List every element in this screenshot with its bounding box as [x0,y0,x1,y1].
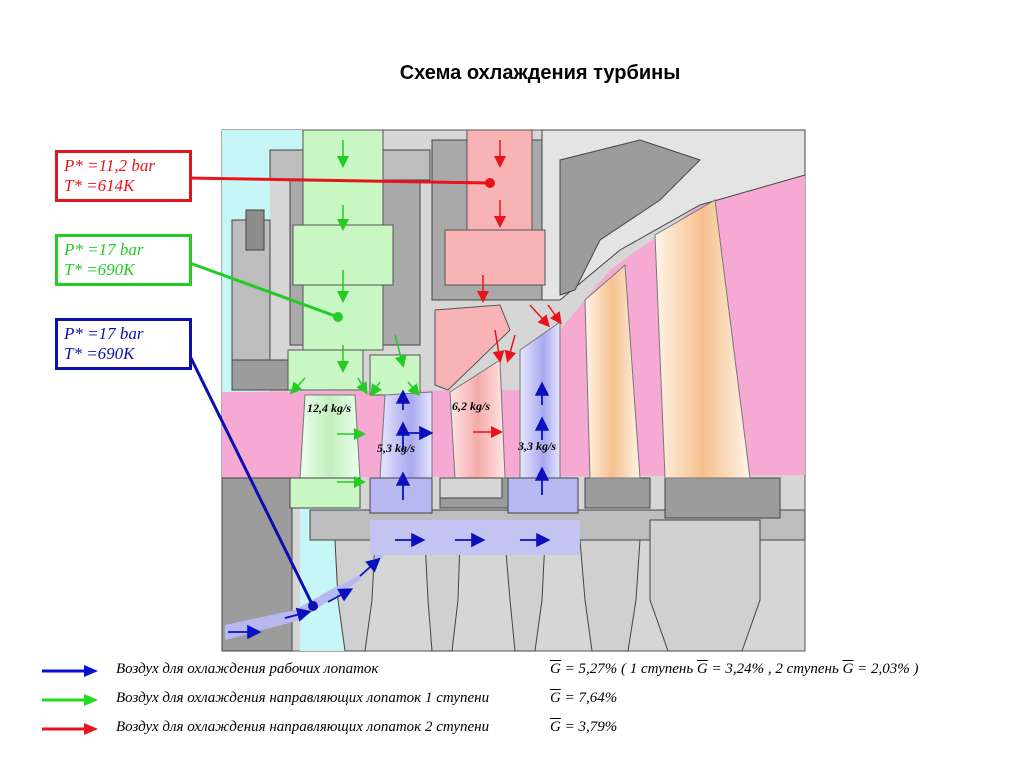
flow-label-stage1-vane: 12,4 kg/s [307,401,351,415]
red-flow-arrows [473,140,562,438]
legend-green-text: Воздух для охлаждения направляющих лопат… [116,690,490,706]
flow-label-stage2-vane: 6,2 kg/s [452,399,490,413]
legend-red-text: Воздух для охлаждения направляющих лопат… [116,719,490,735]
legend-blue-symbol: G [550,661,561,677]
green-leader-dot [333,312,343,322]
param-green-temperature: T* =690K [64,260,135,279]
param-box-green: P* =17 bar T* =690K [55,234,192,286]
param-green-pressure: P* =17 bar [64,240,144,259]
red-leader-line [186,176,491,185]
legend-green-arrow-icon [42,694,98,706]
param-blue-pressure: P* =17 bar [64,324,144,343]
legend-blue-value-2: = 3,24% , 2 ступень [711,661,839,677]
blue-flow-arrows [228,381,551,640]
param-box-red: P* =11,2 bar T* =614K [55,150,192,202]
legend-red-arrow-icon [42,723,98,735]
legend-blue-symbol-2: G [696,661,708,677]
stage3-vane [584,263,641,479]
legend-blue-value: = 5,27% ( 1 ступень [564,661,694,677]
stage3-blade [654,199,751,479]
flow-label-stage1-blade: 5,3 kg/s [377,441,415,455]
green-leader-line [186,260,339,319]
legend-red-symbol: G [550,719,561,735]
legend-blue-symbol-3: G [842,661,854,677]
legend-item-blue: Воздух для охлаждения рабочих лопаток G … [40,661,990,681]
legend-red-value: = 3,79% [564,719,618,735]
page-title: Схема охлаждения турбины [399,62,681,84]
blue-leader-line [185,349,315,607]
legend-blue-text: Воздух для охлаждения рабочих лопаток [116,661,379,677]
stage1-blade [379,391,433,479]
param-blue-temperature: T* =690K [64,344,135,363]
legend-blue-arrow-icon [42,665,98,677]
legend-item-green: Воздух для охлаждения направляющих лопат… [40,690,940,710]
param-red-pressure: P* =11,2 bar [64,156,155,175]
stage2-vane [449,359,506,479]
legend-blue-value-3: = 2,03% ) [857,661,919,677]
legend-item-red: Воздух для охлаждения направляющих лопат… [40,719,940,739]
legend-green-symbol: G [550,690,561,706]
rotor-discs [309,477,806,652]
legend-green-value: = 7,64% [564,690,618,706]
red-leader-dot [485,178,495,188]
green-flow-arrows [289,140,420,488]
blue-leader-dot [308,601,318,611]
param-box-blue: P* =17 bar T* =690K [55,318,192,370]
stage2-blade [519,321,561,479]
param-red-temperature: T* =614K [64,176,135,195]
blade-platforms [289,477,579,514]
flow-label-stage2-blade: 3,3 kg/s [517,439,556,453]
